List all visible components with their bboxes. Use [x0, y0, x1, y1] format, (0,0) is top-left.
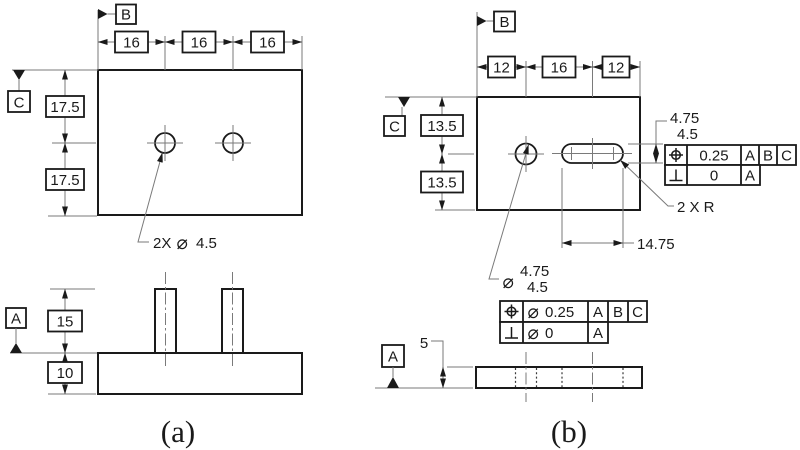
dim-a-17.5-2: 17.5	[50, 172, 79, 189]
hole-note-a-value: 4.5	[196, 235, 217, 252]
dim-b-13.5-1: 13.5	[427, 118, 456, 135]
datum-a-label: A	[388, 349, 398, 366]
datum-triangle	[98, 9, 108, 19]
hole-dia-lower: 4.5	[527, 279, 548, 296]
datum-triangle	[398, 97, 410, 107]
datum-b-label: B	[121, 7, 131, 24]
slot-fcf-datum-b: B	[763, 148, 773, 165]
slot-length-text: 14.75	[637, 236, 675, 253]
slot-height-upper-text: 4.75	[670, 110, 699, 127]
datum-triangle	[387, 377, 399, 388]
perpendicularity-icon	[669, 169, 683, 182]
hole-fcf-datum-a: A	[593, 304, 603, 321]
datum-triangle	[10, 343, 22, 353]
slot-fcf-tol1: 0.25	[699, 148, 728, 165]
hole-fcf-tol2: 0	[545, 325, 553, 342]
hole-fcf-datum-c: C	[632, 304, 643, 321]
datum-c-a: C	[7, 70, 31, 113]
plate-a-top-view	[97, 69, 303, 216]
hole-note-a: 2X ⌀ 4.5	[137, 152, 217, 254]
hole-note-a-prefix: 2X	[153, 235, 171, 252]
datum-a-label: A	[11, 311, 21, 328]
datum-a-b: A	[381, 344, 405, 388]
slot-fcf-datum-c: C	[781, 148, 792, 165]
hole-dia-upper: 4.75	[520, 263, 549, 280]
dim-a-15: 15	[57, 314, 74, 331]
dim-b-12-2: 12	[608, 60, 625, 77]
part-a-front-dims: 15 10	[47, 309, 83, 384]
part-b-dims: 12 16 12 13.5 13.5	[420, 55, 631, 194]
dim-b-12-1: 12	[493, 60, 510, 77]
hole-fcf-datum2-a: A	[593, 325, 603, 342]
pin-centerlines	[165, 272, 233, 367]
diameter-symbol: ⌀	[527, 302, 539, 323]
part-a-top-dim-lines	[62, 39, 303, 217]
hole-dia-note: ⌀ 4.75 4.5	[488, 144, 549, 296]
datum-b-b: B	[477, 10, 516, 33]
slot-height-lower-text: 4.5	[677, 126, 698, 143]
perpendicularity-icon	[505, 327, 518, 339]
hole-fcf-tol1: 0.25	[545, 304, 574, 321]
slot-length-dim: 14.75	[561, 168, 675, 253]
position-symbol-icon	[669, 148, 683, 162]
slot-fcf-tol2: 0	[710, 168, 718, 185]
datum-c-b: C	[383, 97, 410, 137]
side-view-centerlines	[525, 352, 593, 402]
slot-fcf-datum-a: A	[745, 148, 755, 165]
part-b-top-dim-lines	[439, 64, 641, 211]
slot-radius-note: 2 X R	[619, 159, 715, 216]
datum-triangle	[477, 16, 487, 26]
hidden-lines	[514, 368, 624, 387]
dim-a-16-2: 16	[191, 35, 208, 52]
datum-c-label: C	[14, 95, 25, 112]
part-b-view: 12 16 12 13.5 13.5 B C 4.75 4.5	[375, 10, 797, 449]
datum-b-a: B	[98, 3, 137, 25]
part-a-front-extension-lines	[10, 288, 97, 395]
position-symbol-icon	[504, 304, 519, 319]
plate-b-side-view	[475, 366, 643, 389]
dim-a-10: 10	[57, 365, 74, 382]
part-a-top-dims: 16 16 16 17.5 17.5	[45, 30, 285, 191]
thickness-text: 5	[420, 335, 428, 352]
hole-fcf: ⌀ 0.25 A B C ⌀ 0 A	[499, 300, 648, 344]
caption-a: (a)	[161, 414, 195, 449]
slot-centerlines	[552, 138, 632, 169]
datum-b-label: B	[499, 14, 509, 31]
plate-a-front-view	[97, 352, 303, 395]
slot-b	[561, 143, 624, 164]
plate-b-top-view	[476, 96, 641, 211]
datum-a-a: A	[5, 307, 27, 353]
dim-a-16-1: 16	[123, 35, 140, 52]
slot-fcf-datum2-a: A	[745, 168, 755, 185]
caption-b: (b)	[551, 414, 587, 449]
diameter-symbol: ⌀	[176, 233, 188, 254]
datum-c-label: C	[389, 119, 400, 136]
diameter-symbol: ⌀	[527, 323, 539, 344]
part-a-view: 16 16 16 17.5 17.5 B C 2X ⌀ 4.5	[5, 3, 303, 449]
dim-b-13.5-2: 13.5	[427, 175, 456, 192]
dim-a-17.5-1: 17.5	[50, 99, 79, 116]
datum-triangle	[13, 70, 25, 80]
hole-a-centerlines	[147, 125, 251, 161]
slot-height-dim: 4.75 4.5	[628, 110, 699, 164]
dim-b-16: 16	[551, 60, 568, 77]
slot-radius-text: 2 X R	[677, 199, 715, 216]
slot-fcf: 0.25 A B C 0 A	[664, 144, 797, 186]
hole-fcf-datum-b: B	[613, 304, 623, 321]
diameter-symbol: ⌀	[502, 272, 514, 293]
dim-a-16-3: 16	[259, 35, 276, 52]
